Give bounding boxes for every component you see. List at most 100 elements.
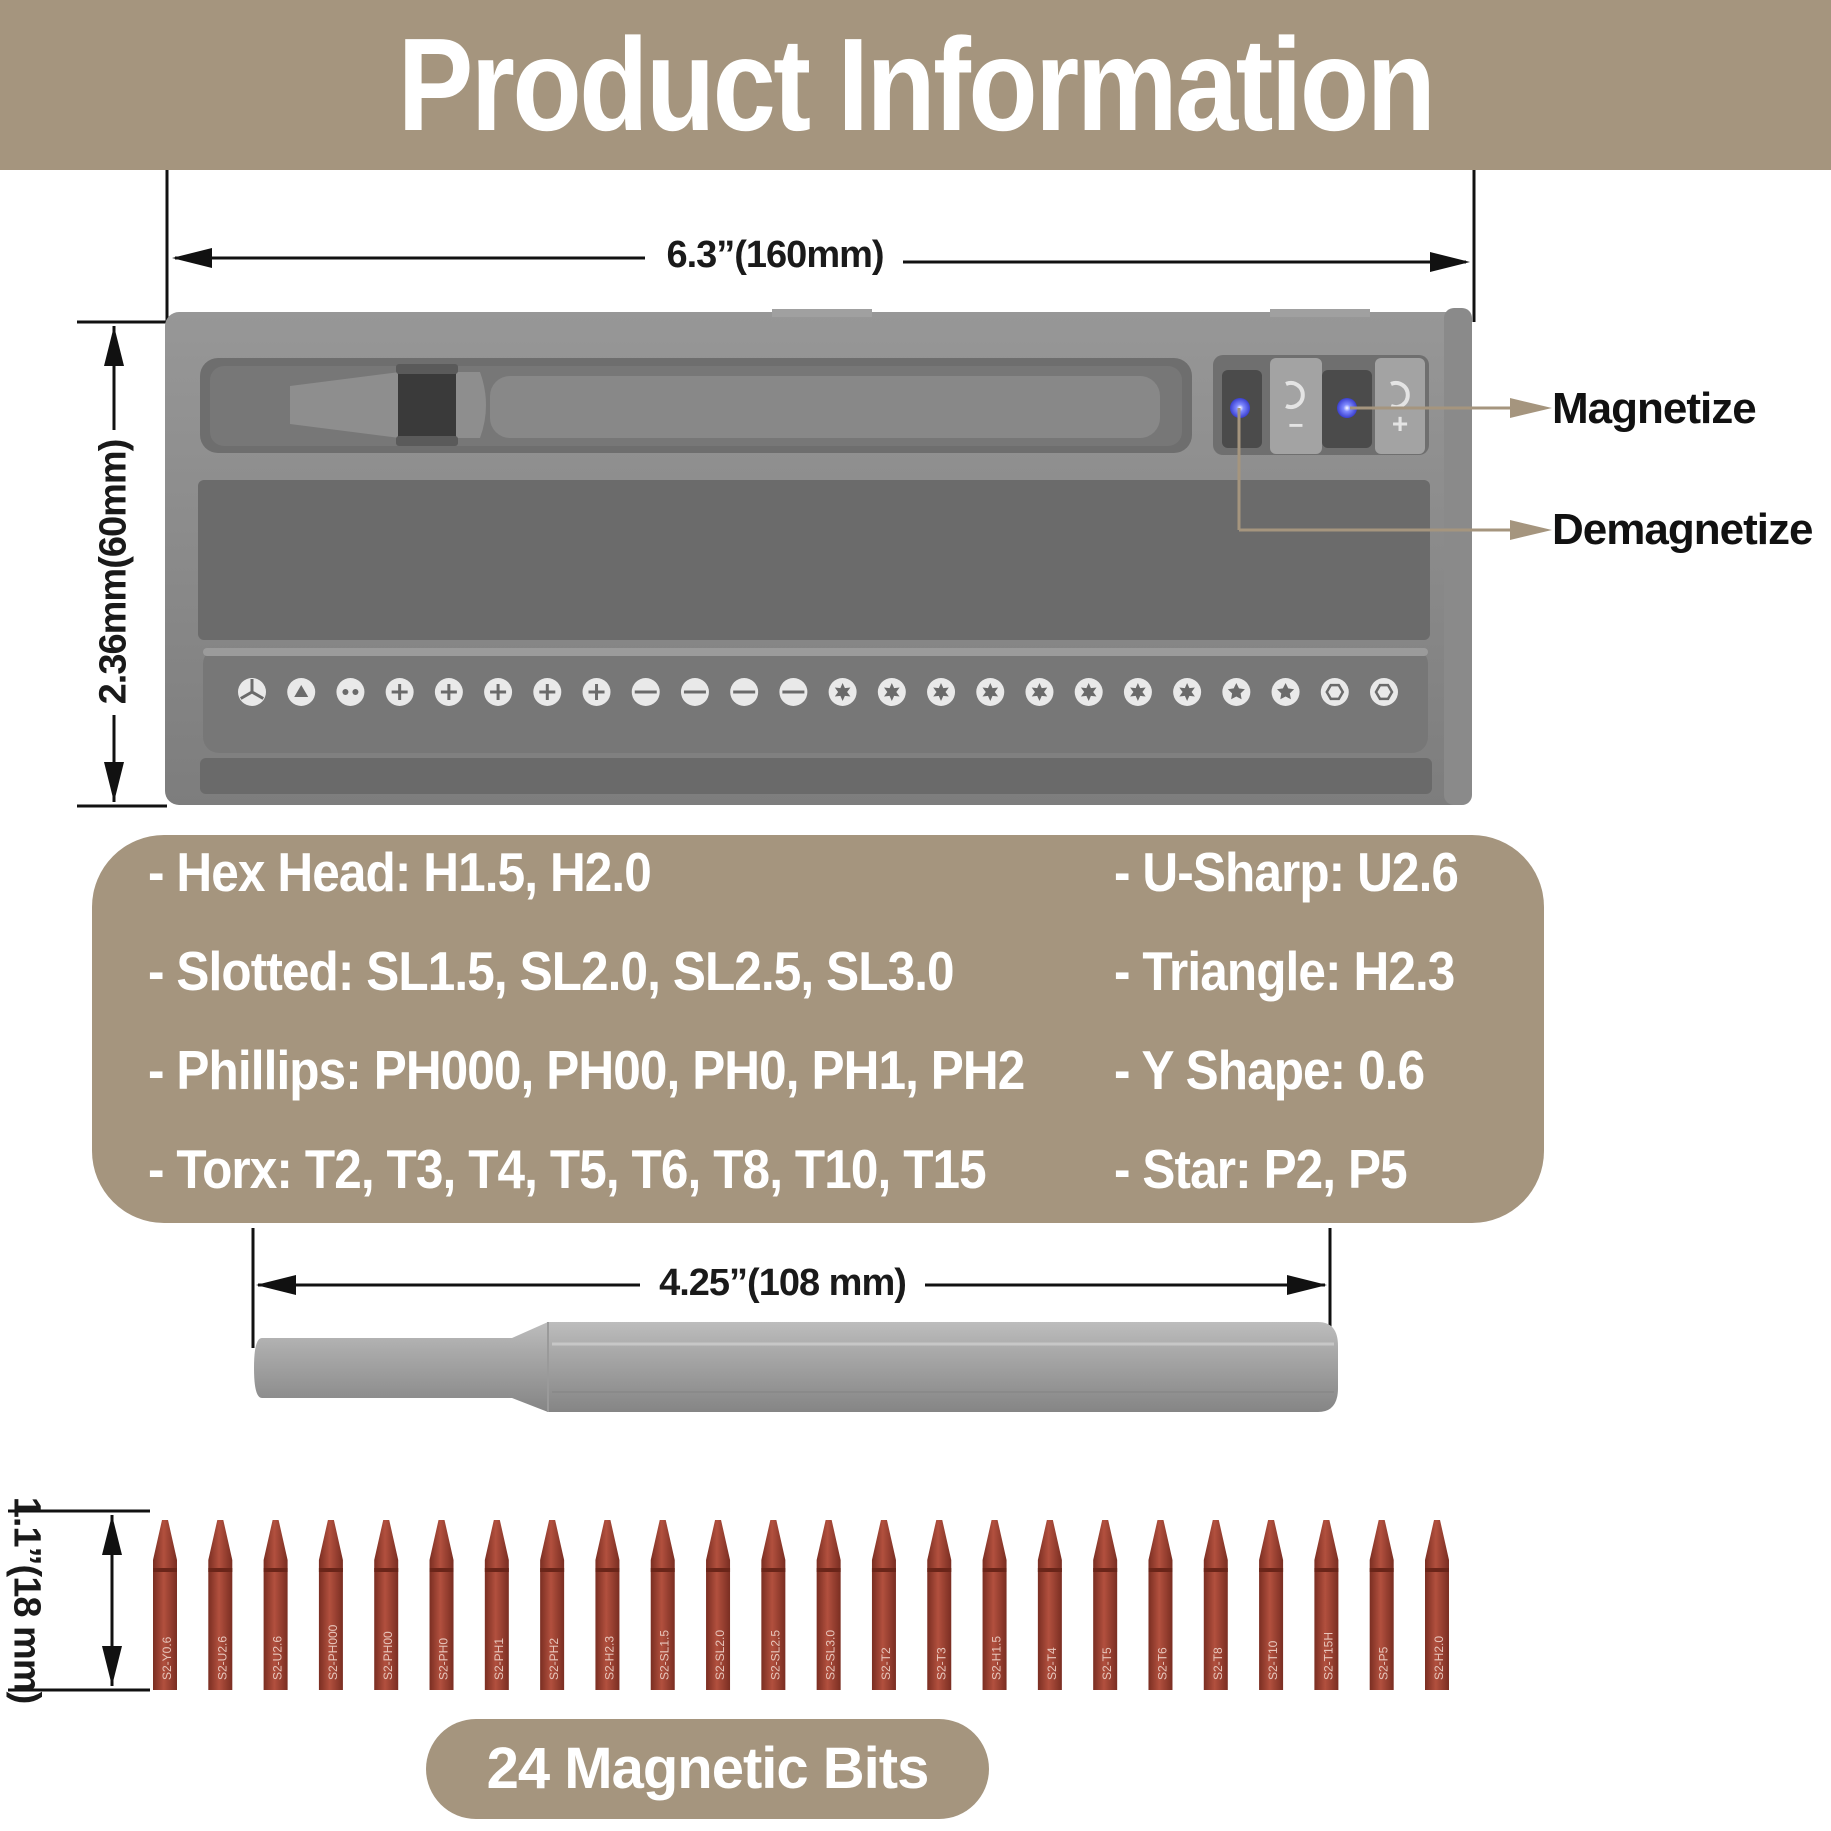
bit-slot-hex-icon [1370,678,1398,706]
bit-engraving: S2-PH0 [437,1638,451,1680]
driver-bit: S2-U2.6 [263,1520,288,1690]
bits-badge-label: 24 Magnetic Bits [486,1736,930,1801]
case-height-dimension [77,320,167,808]
driver-bit: S2-SL3.0 [816,1520,841,1690]
bit-engraving: S2-PH1 [492,1638,506,1680]
bit-engraving: S2-T4 [1045,1647,1059,1680]
bit-slot-slotted-icon [779,678,808,706]
bit-slot-phillips-icon [582,678,611,706]
magnetize-leader [1350,398,1552,418]
case-width-label: 6.3”(160mm) [666,234,884,276]
driver-bit: S2-U2.6 [208,1520,233,1690]
bit-slot-slotted-icon [631,678,660,706]
page-title: Product Information [397,11,1436,158]
bit-slot-torx-icon [877,678,906,706]
bit-slot-phillips-icon [385,678,414,706]
driver-bit: S2-T2 [871,1520,896,1690]
bit-engraving: S2-T3 [934,1647,948,1680]
driver-bit: S2-T8 [1203,1520,1228,1690]
bit-icon-row [238,678,1398,706]
storage-case [165,308,1472,805]
driver-bit: S2-PH0 [429,1520,454,1690]
bit-slot-torx-icon [1025,678,1054,706]
bit-length-label: 1.1”(18 mm) [5,1496,48,1704]
bit-engraving: S2-U2.6 [215,1636,229,1680]
bit-engraving: S2-SL1.5 [658,1630,672,1680]
case-height-label: 2.36mm(60mm) [92,439,135,705]
bit-slot-torx-icon [927,678,956,706]
driver-bit: S2-SL1.5 [650,1520,675,1690]
driver-bit: S2-T4 [1037,1520,1062,1690]
bit-engraving: S2-T8 [1211,1647,1225,1680]
spec-left-4: - Torx: T2, T3, T4, T5, T6, T8, T10, T15 [148,1138,987,1200]
driver-bit: S2-T6 [1148,1520,1173,1690]
driver-bit: S2-P5 [1369,1520,1394,1690]
magnetize-label: Magnetize [1552,384,1757,433]
bits-row: S2-Y0.6 S2-U2.6 S2-U2.6 S2-PH000 S2-PH00 S2-P… [153,1520,1449,1690]
plus-symbol: + [1391,408,1409,439]
bit-engraving: S2-Y0.6 [160,1636,174,1680]
bit-engraving: S2-T10 [1266,1640,1280,1680]
bit-length-dimension [8,1509,150,1692]
bit-engraving: S2-H2.3 [602,1636,616,1680]
spec-left-2: - Slotted: SL1.5, SL2.0, SL2.5, SL3.0 [148,940,955,1002]
driver-handle [254,1322,1338,1412]
demagnetize-label: Demagnetize [1552,505,1813,554]
driver-bit: S2-H1.5 [982,1520,1007,1690]
spec-box [92,835,1544,1223]
bit-slot-phillips-icon [484,678,513,706]
driver-bit: S2-H2.3 [595,1520,620,1690]
bit-slot-phillips-icon [434,678,463,706]
bit-engraving: S2-T15H [1321,1632,1335,1680]
bit-slot-phillips-icon [533,678,562,706]
handle-length-label: 4.25”(108 mm) [659,1262,907,1304]
spec-right-1: - U-Sharp: U2.6 [1114,841,1459,903]
driver-bit: S2-SL2.5 [761,1520,786,1690]
bit-engraving: S2-SL2.0 [713,1630,727,1680]
bit-slot-y-shape-icon [238,678,266,706]
demagnetize-leader [1237,408,1552,540]
bit-engraving: S2-T5 [1100,1647,1114,1680]
spec-right-2: - Triangle: H2.3 [1114,940,1455,1002]
bit-slot-star-icon [1271,678,1300,706]
driver-bit: S2-PH00 [374,1520,399,1690]
driver-bit: S2-PH000 [318,1520,343,1690]
driver-bit: S2-T10 [1259,1520,1284,1690]
driver-bit: S2-T5 [1093,1520,1118,1690]
bit-engraving: S2-T2 [879,1647,893,1680]
bit-engraving: S2-PH000 [326,1624,340,1680]
bit-engraving: S2-U2.6 [271,1636,285,1680]
driver-bit: S2-PH1 [484,1520,509,1690]
bit-slot-slotted-icon [680,678,709,706]
driver-bit: S2-Y0.6 [153,1520,177,1690]
bit-engraving: S2-H1.5 [990,1636,1004,1680]
bit-engraving: S2-SL3.0 [824,1630,838,1680]
spec-left-3: - Phillips: PH000, PH00, PH0, PH1, PH2 [148,1039,1025,1101]
bit-engraving: S2-PH2 [547,1638,561,1680]
header-banner [0,0,1831,170]
driver-bit: S2-SL2.0 [706,1520,731,1690]
spec-right-4: - Star: P2, P5 [1114,1138,1408,1200]
bit-slot-slotted-icon [730,678,759,706]
bits-badge [426,1719,989,1819]
bit-engraving: S2-T6 [1155,1647,1169,1680]
bit-engraving: S2-H2.0 [1432,1636,1446,1680]
driver-bit: S2-PH2 [540,1520,565,1690]
driver-bit: S2-T3 [927,1520,952,1690]
driver-bit: S2-T15H [1314,1520,1339,1690]
bit-engraving: S2-SL2.5 [768,1630,782,1680]
bit-slot-two-dot-icon [336,678,365,706]
bit-slot-torx-icon [1123,678,1152,706]
bit-slot-star-icon [1222,678,1251,706]
bit-slot-torx-icon [976,678,1005,706]
bit-slot-torx-icon [828,678,857,706]
bit-slot-torx-icon [1173,678,1202,706]
bit-slot-triangle-icon [287,678,316,706]
spec-left-1: - Hex Head: H1.5, H2.0 [148,841,652,903]
bit-engraving: S2-PH00 [381,1631,395,1680]
bit-slot-hex-icon [1320,678,1349,706]
case-width-dimension [165,170,1476,322]
bit-slot-torx-icon [1074,678,1103,706]
driver-bit: S2-H2.0 [1425,1520,1449,1690]
